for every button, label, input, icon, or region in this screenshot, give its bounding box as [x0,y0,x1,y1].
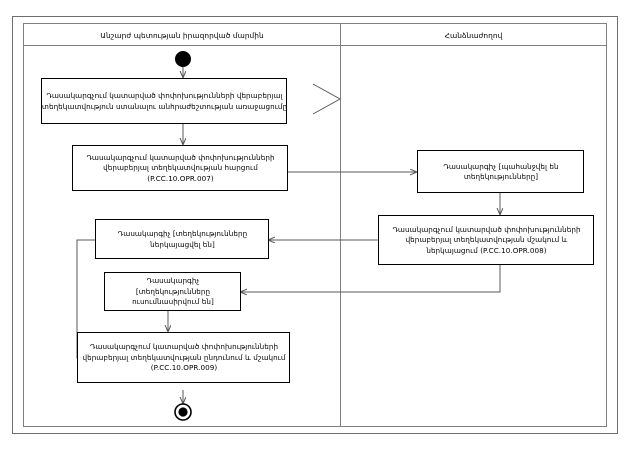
final-node-core [178,407,188,417]
node-box-receive-process [77,332,290,383]
node-box-info-presented [95,219,269,259]
outer-frame [12,16,618,434]
node-box-info-requested [417,150,584,193]
node-box-process-present [378,215,594,265]
connector-process-to-studied [240,264,501,292]
node-box-info-query [72,145,288,191]
initial-node [175,51,191,67]
decision-arrow-marker [312,83,342,115]
swimlane-container [23,23,607,427]
node-box-request-info [41,78,287,124]
node-box-info-studied [104,272,241,311]
